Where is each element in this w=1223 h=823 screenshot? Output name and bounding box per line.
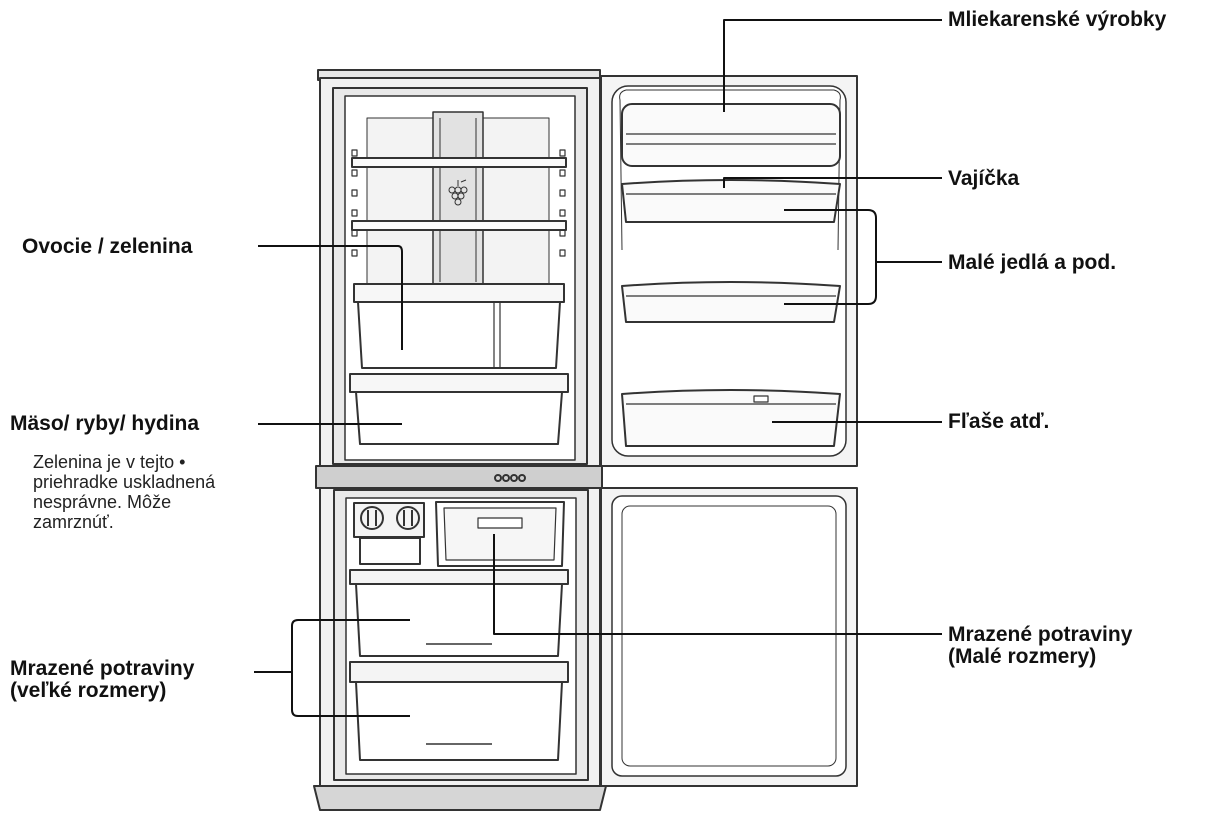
door-pocket [621,281,841,323]
label-frozen-small-line1: Mrazené potraviny [948,623,1133,646]
note-line: Zelenina je v tejto • [33,452,186,472]
label-frozen-large-line2: (veľké rozmery) [10,679,167,702]
control-divider [315,465,603,489]
glass-shelf [351,157,567,168]
leader-line-eggs [723,177,942,188]
note-line: zamrznúť. [33,512,114,532]
freezer-door [600,487,858,787]
label-small-dishes: Malé jedlá a pod. [948,251,1117,274]
dairy-bin [621,103,841,167]
label-frozen-small: Mrazené potraviny (Malé rozmery) [948,624,1132,668]
chilled-drawer [349,373,569,445]
label-bottles: Fľaše atď. [948,410,1050,433]
bracket-frozen-large [291,619,410,717]
note-line: priehradke uskladnená [33,472,216,492]
crisper-drawer [353,283,565,369]
label-frozen-large: Mrazené potraviny (veľké rozmery) [10,658,194,702]
fridge-base [313,785,607,811]
label-eggs: Vajíčka [948,167,1020,190]
ice-maker [353,502,425,565]
label-dairy-products: Mliekarenské výrobky [948,8,1167,31]
freezer-drawer-upper [349,569,569,657]
label-meat-fish-poultry: Mäso/ ryby/ hydina [10,412,200,435]
note-vegetables-freeze: Zelenina je v tejto • priehradke uskladn… [33,452,215,532]
leader-line-dairy [723,19,942,112]
bracket-small-dishes [784,209,877,305]
egg-shelf [621,179,841,223]
grapes-icon [448,179,468,206]
glass-shelf [351,220,567,231]
label-frozen-large-line1: Mrazené potraviny [10,657,195,680]
label-frozen-small-line2: (Malé rozmery) [948,645,1097,668]
leader-line-fruit-veg [258,245,403,350]
note-line: nesprávne. Môže [33,492,172,512]
shelf-pegs [351,149,566,257]
ice-tray [435,501,565,567]
label-fruit-vegetables: Ovocie / zelenina [22,235,193,258]
bottle-pocket [621,389,841,447]
leader-line-frozen-small [493,534,942,635]
freezer-drawer-lower [349,661,569,761]
